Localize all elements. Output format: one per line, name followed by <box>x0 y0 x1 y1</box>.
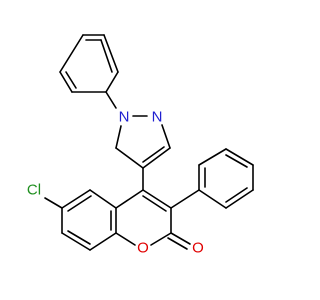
bond <box>170 232 191 245</box>
bond <box>225 187 248 203</box>
bonds <box>44 34 254 251</box>
bond <box>89 189 117 209</box>
atom-labels: N N O O Cl <box>27 109 204 257</box>
bond <box>198 148 227 166</box>
bond <box>67 195 92 212</box>
bond <box>115 232 136 246</box>
bond <box>225 154 248 168</box>
bond <box>59 71 73 93</box>
bond <box>161 124 171 149</box>
bond <box>65 71 77 89</box>
bond <box>61 189 91 209</box>
bond <box>115 147 144 169</box>
bond <box>44 197 63 209</box>
bond <box>167 237 188 250</box>
bond <box>142 195 167 212</box>
bond <box>103 34 119 73</box>
atom-label-cl: Cl <box>27 182 41 199</box>
atom-label-n2: N <box>152 109 163 126</box>
atom-label-n1: N <box>119 109 130 126</box>
bond <box>67 230 91 245</box>
bond <box>198 189 227 209</box>
bond <box>150 232 172 246</box>
bond <box>100 39 113 73</box>
bond <box>115 189 144 209</box>
bond <box>61 232 91 251</box>
bond <box>89 232 117 251</box>
bond <box>59 34 84 73</box>
bond <box>105 91 117 109</box>
bond <box>142 147 171 169</box>
bond <box>142 189 172 209</box>
structure-canvas: N N O O Cl <box>26 34 254 257</box>
bond <box>115 125 122 149</box>
bond <box>105 71 119 93</box>
bond <box>170 189 200 209</box>
bond <box>225 148 254 166</box>
bond <box>142 146 165 163</box>
bond <box>225 189 254 209</box>
atom-label-o-ring: O <box>137 240 149 257</box>
atom-label-o-carbonyl: O <box>192 240 204 257</box>
